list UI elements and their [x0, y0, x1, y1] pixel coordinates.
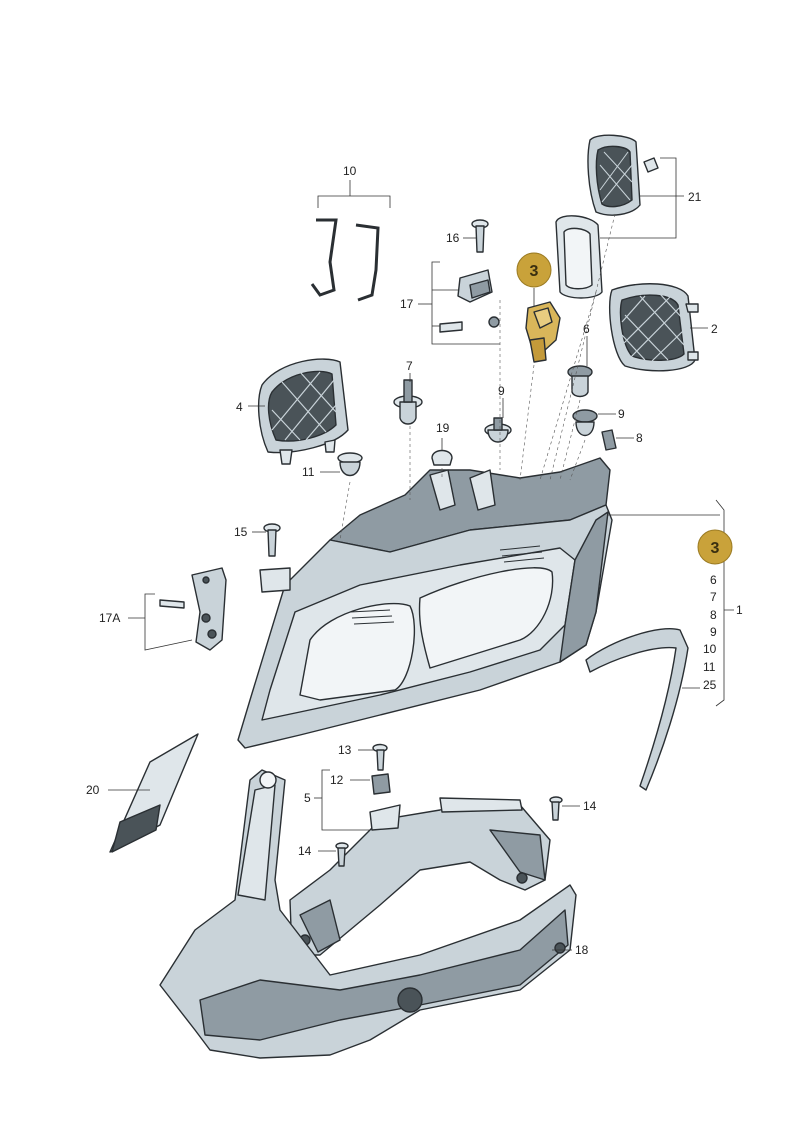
bulb-part-9-b — [572, 409, 598, 437]
label-14-b: 14 — [583, 799, 597, 813]
bulb-part-9-a — [484, 417, 512, 443]
badge-3-top: 3 — [516, 252, 552, 288]
headlight-housing — [237, 457, 613, 749]
part-17-bracket — [439, 269, 500, 333]
label-16: 16 — [446, 231, 460, 245]
label-5: 5 — [304, 791, 311, 805]
part-16-screw — [471, 219, 489, 253]
part-10-clips — [310, 218, 380, 302]
list-7: 7 — [710, 590, 717, 604]
part-25-trim-strip — [585, 628, 689, 791]
label-11: 11 — [302, 465, 315, 479]
list-10: 10 — [703, 642, 717, 656]
label-19: 19 — [436, 421, 450, 435]
label-8: 8 — [636, 431, 643, 445]
part-20-panel — [109, 733, 199, 853]
list-9: 9 — [710, 625, 717, 639]
label-17: 17 — [400, 297, 414, 311]
badge-3-list: 3 — [697, 529, 733, 565]
label-10: 10 — [343, 164, 357, 178]
part-15-screw — [263, 523, 281, 557]
label-15: 15 — [234, 525, 248, 539]
part-18-carrier — [159, 769, 577, 1059]
label-13: 13 — [338, 743, 352, 757]
label-1: 1 — [736, 603, 743, 617]
cap-part-19 — [431, 449, 453, 466]
leader-lines — [108, 157, 734, 951]
label-7: 7 — [406, 359, 413, 373]
part-21-rear-cover — [555, 134, 659, 299]
part-4-cover — [257, 358, 349, 465]
bulb-part-11 — [337, 452, 363, 477]
label-20: 20 — [86, 783, 100, 797]
label-18: 18 — [575, 943, 589, 957]
label-9-a: 9 — [498, 384, 505, 398]
callout-labels: 10 21 2 4 16 17 6 7 9 9 8 11 19 15 17A 1… — [86, 164, 743, 957]
bulb-part-6 — [567, 365, 593, 398]
part-14-screw-a — [335, 842, 349, 867]
badge-3-top-text: 3 — [530, 263, 539, 280]
bulb-part-7 — [393, 379, 423, 425]
label-12: 12 — [330, 773, 344, 787]
list-25: 25 — [703, 678, 717, 692]
label-4: 4 — [236, 400, 243, 414]
label-2: 2 — [711, 322, 718, 336]
label-21: 21 — [688, 190, 702, 204]
list-8: 8 — [710, 608, 717, 622]
clip-part-8 — [601, 429, 617, 451]
part-17a-bracket — [159, 567, 227, 651]
list-11: 11 — [703, 660, 716, 674]
part-12-nut — [371, 773, 391, 795]
part-13-screw — [372, 743, 388, 771]
label-17a: 17A — [99, 611, 120, 625]
badge-3-list-text: 3 — [711, 540, 720, 557]
part-14-screw-b — [549, 796, 563, 821]
part-5-bracket — [289, 797, 551, 956]
part-2-cover — [609, 283, 699, 372]
label-9-b: 9 — [618, 407, 625, 421]
label-14-a: 14 — [298, 844, 312, 858]
list-6: 6 — [710, 573, 717, 587]
part-3-highlighted-module — [525, 301, 561, 363]
label-6: 6 — [583, 322, 590, 336]
